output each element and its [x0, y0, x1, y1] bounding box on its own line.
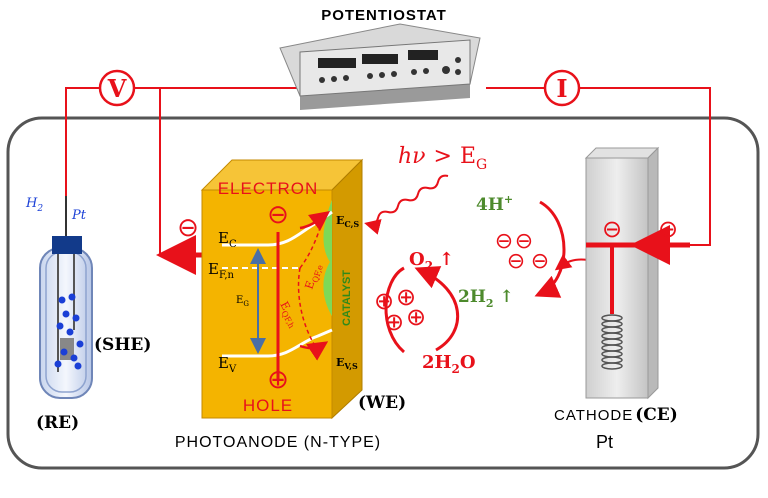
electron-symbol-cathode: ⊖ [658, 215, 678, 243]
band-diagram [222, 210, 333, 380]
photon-wave [364, 174, 449, 235]
circuit-wires [65, 87, 711, 255]
re-label: (RE) [36, 413, 79, 433]
ecs-label: EC,S [336, 214, 359, 229]
electron-symbol-ce: ⊖ [602, 215, 622, 243]
efn-label: EF,n [208, 260, 235, 281]
electron-to-proton-arrow [554, 254, 589, 271]
electron-cluster: ⊖ ⊖ ⊖ ⊖ [495, 229, 549, 274]
water-label: 2H2O [422, 352, 476, 376]
svg-text:⊕: ⊕ [374, 287, 394, 315]
eg-label: EG [236, 295, 249, 308]
svg-text:⊖: ⊖ [515, 229, 533, 254]
cathode-label: CATHODE(CE) [554, 405, 678, 425]
cathode-metal-label: Pt [596, 432, 613, 452]
catalyst-label: CATALYST [341, 270, 353, 326]
light-energy-label: hν>EG [398, 144, 487, 173]
cathode-electrode [584, 146, 686, 400]
reference-electrode [39, 196, 93, 399]
electron-symbol-anode: ⊖ [267, 200, 289, 230]
ammeter: I [543, 69, 581, 107]
she-label: (SHE) [94, 335, 151, 355]
hole-cluster: ⊕ ⊕ ⊕ ⊕ [374, 283, 426, 336]
ref-metal-label: Pt [71, 208, 87, 223]
water-to-oxygen-arrow [414, 266, 460, 352]
hole-symbol-anode: ⊕ [267, 365, 289, 395]
svg-text:⊖: ⊖ [507, 249, 525, 274]
reduction-arrow [534, 200, 566, 298]
we-label: (WE) [358, 393, 406, 413]
ev-label: EV [218, 354, 237, 375]
potentiostat-device [279, 23, 481, 110]
potentiostat-title: POTENTIOSTAT [321, 7, 447, 24]
hole-label: HOLE [243, 396, 293, 415]
svg-text:⊕: ⊕ [396, 283, 416, 311]
photoanode-label: PHOTOANODE (N-TYPE) [175, 434, 381, 451]
electrolyte-cell [6, 116, 760, 470]
svg-text:⊖: ⊖ [495, 229, 513, 254]
svg-text:⊕: ⊕ [406, 303, 426, 331]
evs-label: EV,S [336, 356, 358, 371]
svg-text:⊕: ⊕ [384, 308, 404, 336]
oxygen-label: O2↑ [409, 249, 454, 273]
proton-label: 4H+ [476, 193, 513, 215]
svg-text:V: V [107, 74, 127, 103]
electron-label: ELECTRON [218, 179, 319, 198]
svg-text:⊖: ⊖ [531, 249, 549, 274]
voltmeter: V [98, 69, 136, 107]
ref-gas-label: H2 [25, 196, 43, 214]
electron-symbol-wire: ⊖ [177, 213, 199, 243]
svg-text:I: I [556, 74, 567, 103]
hydrogen-label: 2H2↑ [458, 287, 514, 310]
oxidation-arrow [384, 266, 406, 354]
ec-label: EC [218, 229, 237, 250]
